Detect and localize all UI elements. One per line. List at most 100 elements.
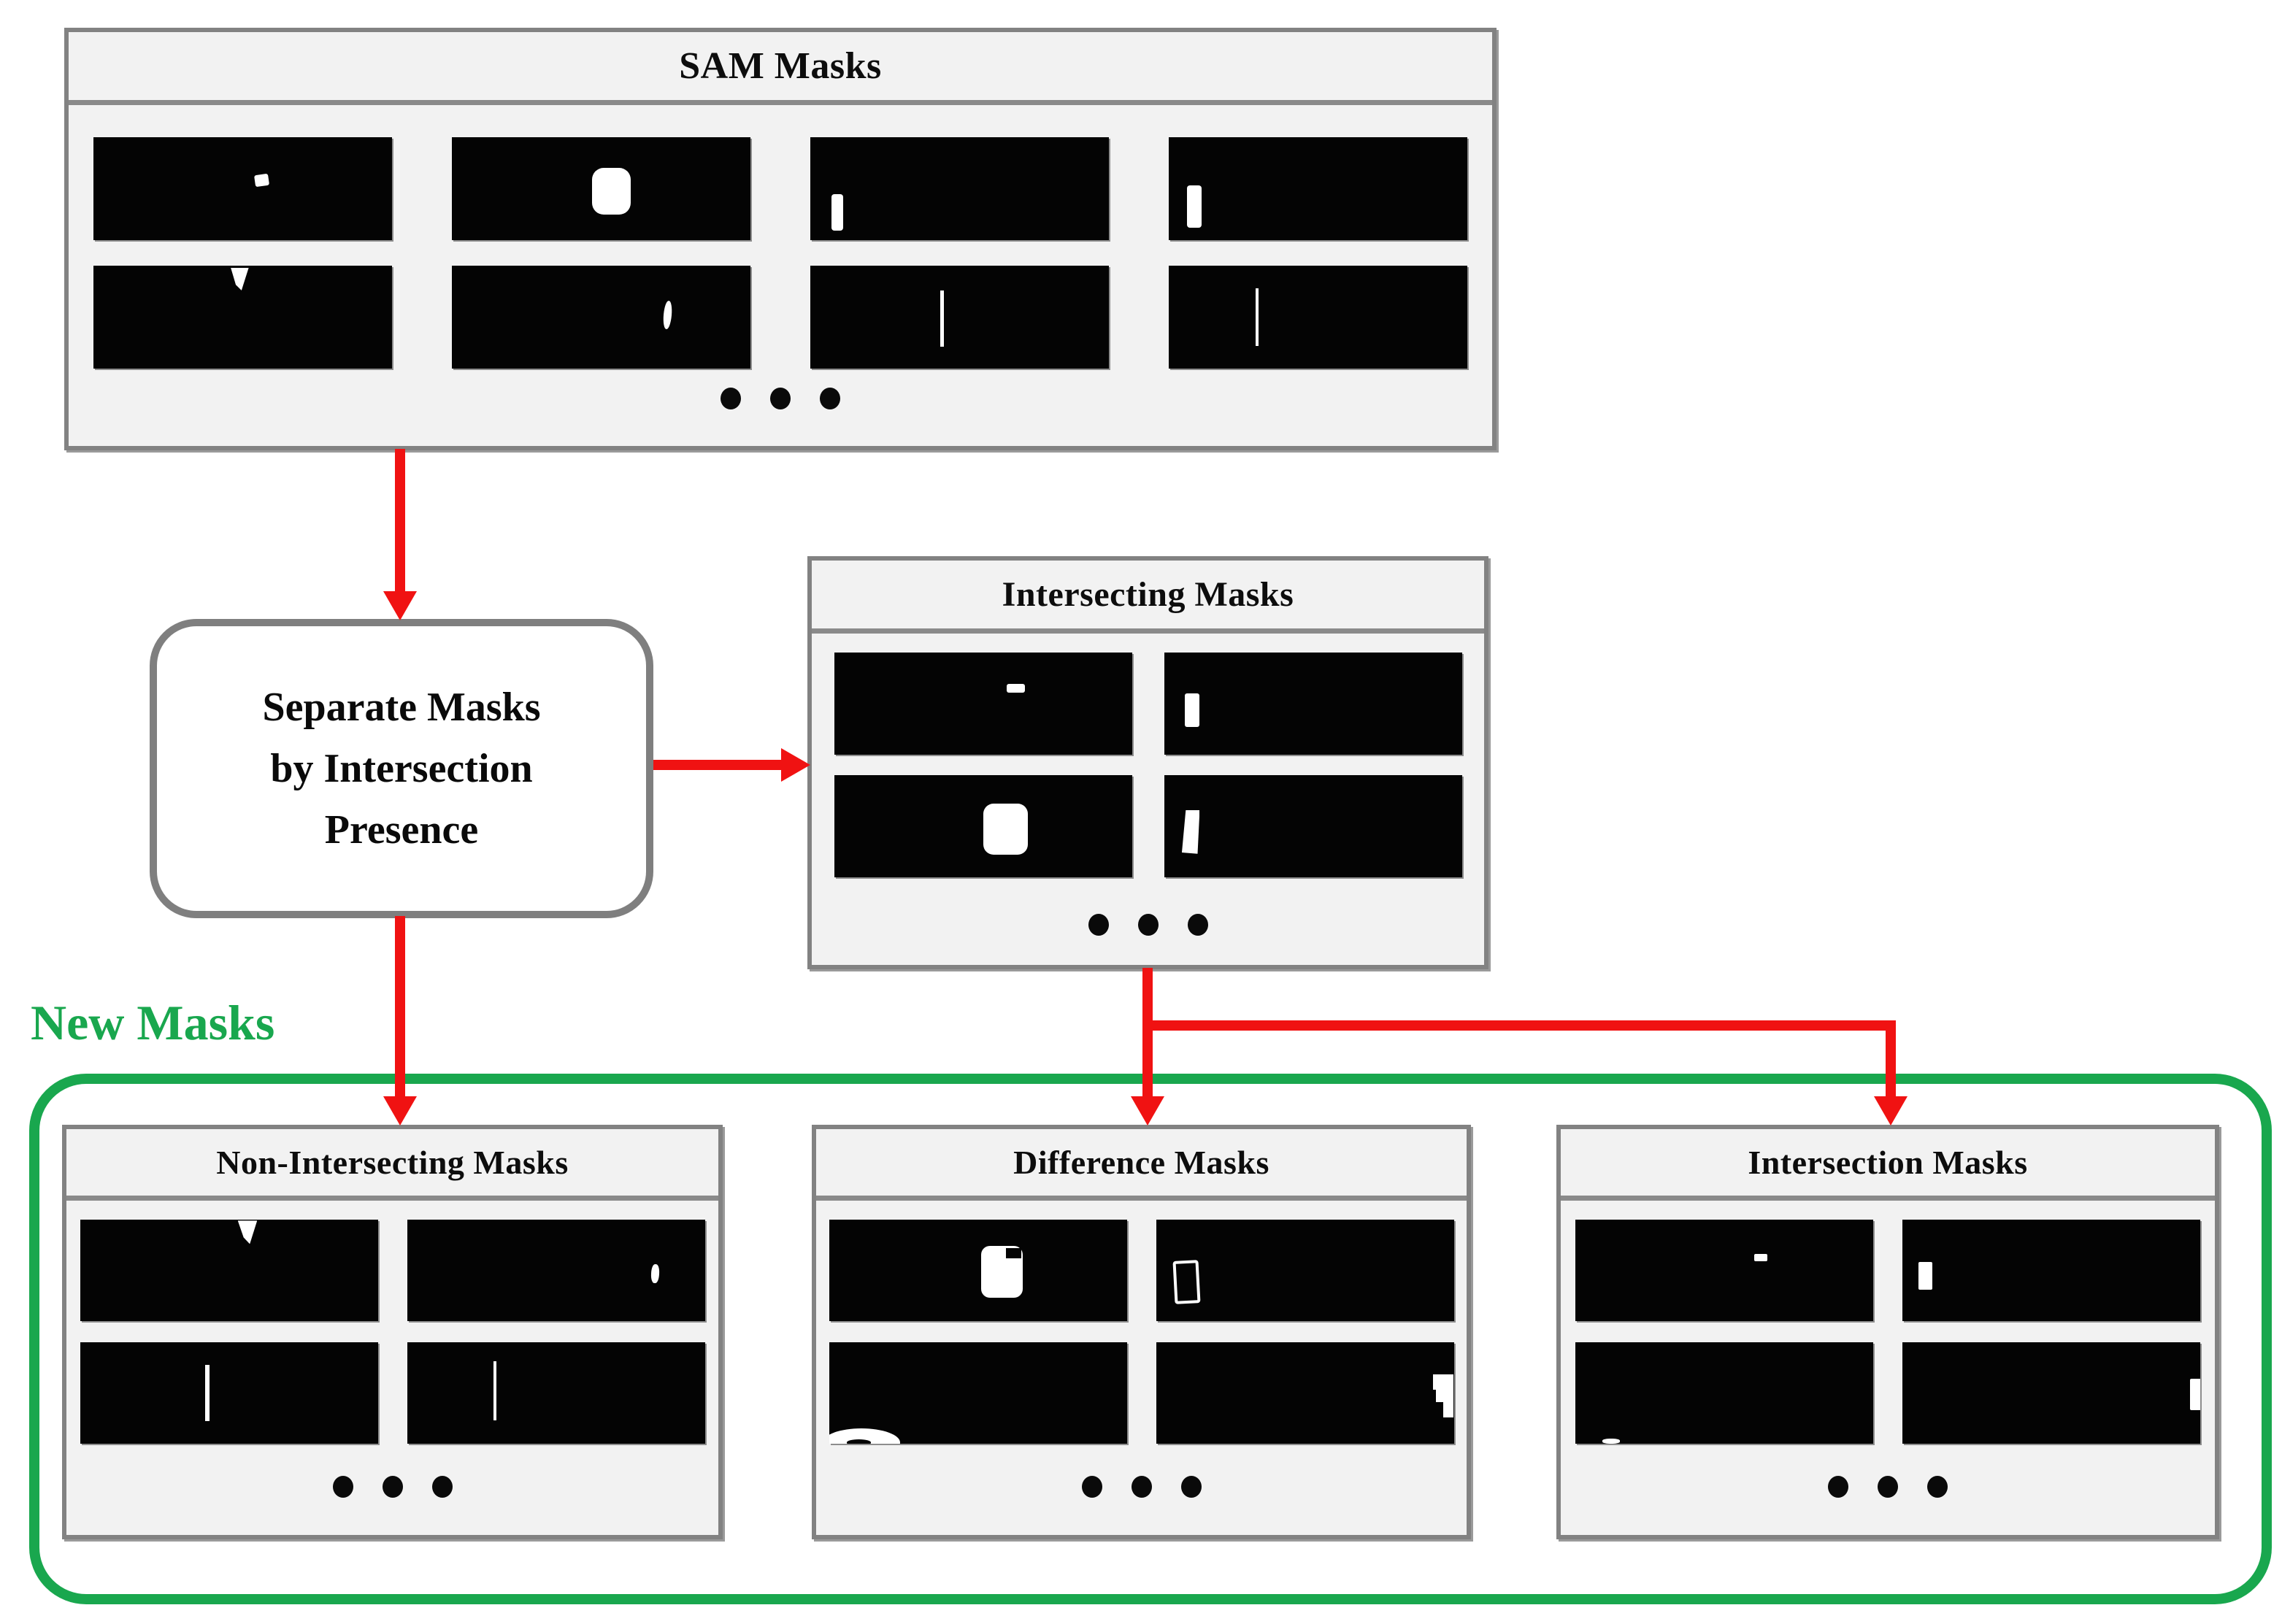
intersection-masks-panel: Intersection Masks <box>1556 1125 2219 1539</box>
mask-blob <box>204 1364 210 1422</box>
ellipsis-dots <box>812 914 1484 936</box>
sam-masks-grid <box>69 105 1492 369</box>
non-intersecting-masks-grid <box>66 1201 718 1444</box>
process-box-line: by Intersection <box>270 746 533 791</box>
arrow-sam-to-box <box>395 449 405 593</box>
arrow-down-icon <box>1874 1096 1908 1125</box>
dot-icon <box>1131 1476 1152 1498</box>
mask-image <box>1169 137 1467 240</box>
intersection-masks-title: Intersection Masks <box>1561 1129 2215 1201</box>
arrow-box-to-intersecting <box>653 760 783 770</box>
mask-blob <box>983 804 1028 855</box>
arrow-down-icon <box>383 1096 417 1125</box>
new-masks-group-outline <box>29 1074 2272 1604</box>
mask-image <box>834 775 1132 877</box>
mask-image <box>1575 1220 1873 1321</box>
mask-image <box>407 1220 705 1321</box>
separate-masks-box: Separate Masks by Intersection Presence <box>150 619 653 918</box>
dot-icon <box>1927 1476 1948 1498</box>
mask-blob <box>650 1263 660 1284</box>
arrow-right-icon <box>781 748 810 782</box>
arrow-intersecting-to-difference <box>1142 968 1153 1098</box>
dot-icon <box>382 1476 403 1498</box>
process-box-line: Presence <box>324 807 479 853</box>
dot-icon <box>431 1476 453 1498</box>
dot-icon <box>1180 1476 1202 1498</box>
mask-image <box>80 1342 378 1444</box>
dot-icon <box>770 388 791 409</box>
ellipsis-dots <box>816 1476 1467 1498</box>
mask-blob <box>237 1220 258 1244</box>
ellipsis-dots <box>69 388 1492 409</box>
dot-icon <box>1878 1476 1898 1498</box>
process-box-line: Separate Masks <box>262 685 541 730</box>
dot-icon <box>1088 914 1109 936</box>
mask-blob <box>1186 185 1202 228</box>
mask-blob <box>592 168 631 215</box>
arrow-box-to-non-intersecting <box>395 916 405 1098</box>
mask-blob <box>1432 1374 1454 1390</box>
mask-image <box>1164 775 1462 877</box>
mask-image <box>407 1342 705 1444</box>
mask-blob <box>662 300 673 330</box>
mask-blob <box>1007 684 1025 693</box>
dot-icon <box>1187 914 1208 936</box>
arrow-down-icon <box>383 591 417 620</box>
mask-blob <box>831 193 843 231</box>
mask-blob <box>1255 288 1259 346</box>
mask-image <box>829 1220 1127 1321</box>
mask-blob <box>231 267 249 290</box>
mask-image <box>1164 653 1462 755</box>
mask-blob <box>1172 1259 1201 1304</box>
mask-image <box>1169 266 1467 369</box>
mask-blob <box>1185 693 1200 728</box>
new-masks-label: New Masks <box>31 995 275 1050</box>
difference-masks-grid <box>816 1201 1467 1444</box>
dot-icon <box>721 388 741 409</box>
difference-masks-panel: Difference Masks <box>812 1125 1471 1539</box>
intersecting-masks-grid <box>812 634 1484 877</box>
dot-icon <box>1828 1476 1848 1498</box>
mask-blob <box>1006 1247 1021 1258</box>
mask-image <box>93 137 392 240</box>
difference-masks-title: Difference Masks <box>816 1129 1467 1201</box>
mask-image <box>452 137 750 240</box>
non-intersecting-masks-panel: Non-Intersecting Masks <box>62 1125 723 1539</box>
mask-image <box>829 1342 1127 1444</box>
dot-icon <box>332 1476 353 1498</box>
mask-blob <box>493 1361 497 1421</box>
mask-image <box>1156 1220 1454 1321</box>
intersecting-masks-title: Intersecting Masks <box>812 561 1484 634</box>
mask-image <box>1902 1342 2200 1444</box>
mask-blob <box>2189 1379 2200 1411</box>
mask-blob <box>1602 1439 1621 1444</box>
arrow-down-icon <box>1131 1096 1164 1125</box>
arrow-branch-to-intersection <box>1886 1020 1896 1098</box>
mask-blob <box>1181 809 1200 854</box>
mask-image <box>810 137 1109 240</box>
intersecting-masks-panel: Intersecting Masks <box>807 556 1488 969</box>
mask-image <box>1156 1342 1454 1444</box>
dot-icon <box>1137 914 1159 936</box>
mask-blob <box>940 290 945 347</box>
mask-blob <box>1436 1390 1444 1402</box>
mask-blob <box>253 173 269 187</box>
ellipsis-dots <box>66 1476 718 1498</box>
mask-blob <box>829 1428 901 1444</box>
sam-masks-title: SAM Masks <box>69 32 1492 105</box>
mask-image <box>452 266 750 369</box>
mask-image <box>834 653 1132 755</box>
mask-blob <box>1918 1262 1932 1290</box>
intersection-masks-grid <box>1561 1201 2215 1444</box>
dot-icon <box>820 388 840 409</box>
sam-masks-panel: SAM Masks <box>64 28 1497 450</box>
ellipsis-dots <box>1561 1476 2215 1498</box>
mask-image <box>1575 1342 1873 1444</box>
dot-icon <box>1081 1476 1102 1498</box>
mask-image <box>80 1220 378 1321</box>
mask-image <box>810 266 1109 369</box>
mask-image <box>1902 1220 2200 1321</box>
mask-image <box>93 266 392 369</box>
arrow-branch-horizontal <box>1142 1020 1896 1031</box>
non-intersecting-masks-title: Non-Intersecting Masks <box>66 1129 718 1201</box>
